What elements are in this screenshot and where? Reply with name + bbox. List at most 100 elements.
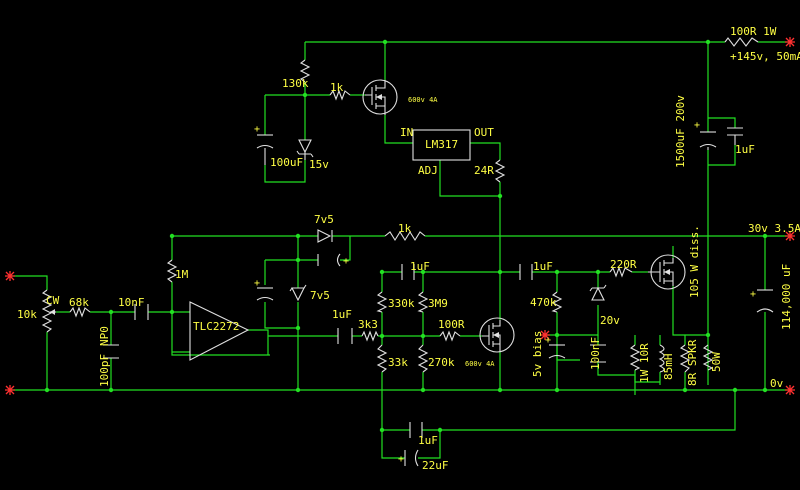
wires (10, 41, 790, 459)
capacitor-1uf-opamp-out (337, 328, 353, 344)
label-r130k: 130k (282, 77, 309, 90)
capacitor-opamp-bias: + (317, 253, 349, 267)
speaker-8r (679, 344, 691, 373)
label-r50w: 50W (710, 352, 723, 372)
label-bias: 5v bias (531, 331, 544, 377)
capacitor-10nf (134, 304, 149, 320)
label-reg-name: LM317 (425, 138, 458, 151)
terminal-lv (785, 231, 795, 241)
junction (762, 233, 768, 239)
junction (705, 39, 711, 45)
junction (705, 332, 711, 338)
junction (108, 387, 114, 393)
label-c10nf: 10nF (118, 296, 145, 309)
label-r1m: 1M (175, 268, 189, 281)
terminal-bias (540, 330, 550, 340)
label-c1uf-couple: 1uF (533, 260, 553, 273)
terminal-ground-right (785, 385, 795, 395)
label-r68k: 68k (69, 296, 89, 309)
junction (379, 333, 385, 339)
svg-text:+: + (343, 256, 349, 267)
resistor-hv (724, 37, 759, 47)
label-pot-cw: CW (46, 294, 60, 307)
label-bottom-1uf: 1uF (418, 434, 438, 447)
capacitor-bottom-22uf: + (398, 449, 419, 467)
resistor-1k-reg (329, 89, 351, 101)
capacitor-1uf-couple (519, 264, 533, 280)
label-zener-7v5: 7v5 (310, 289, 330, 302)
capacitor-bias: + (545, 335, 566, 359)
junctions (44, 39, 768, 433)
junction (497, 387, 503, 393)
junction (554, 332, 560, 338)
mosfet-driver (479, 317, 515, 353)
junction (379, 427, 385, 433)
label-r1k-reg: 1k (330, 81, 344, 94)
junction (420, 333, 426, 339)
resistor-220r (609, 266, 633, 278)
label-pot: 10k (17, 308, 37, 321)
capacitor-bottom-1uf (409, 422, 423, 438)
mosfet-regulator (362, 79, 398, 115)
svg-text:+: + (545, 335, 551, 346)
label-lv-rail: 30v 3.5A (748, 222, 800, 235)
capacitor-114000uf: + (750, 289, 774, 313)
inductor-85mh (658, 344, 665, 373)
label-r330k: 330k (388, 297, 415, 310)
resistor-1k-feedback (384, 230, 426, 242)
label-inductor: 85mH (662, 354, 675, 381)
resistor-270k (417, 344, 429, 373)
junction (295, 325, 301, 331)
junction (169, 309, 175, 315)
label-c114000uf: 114,000 uF (780, 264, 793, 330)
capacitor-100pf (103, 344, 119, 359)
label-c100pf: 100pF (98, 354, 111, 387)
junction (379, 269, 385, 275)
regulator-lm317 (412, 129, 471, 161)
resistor-130k (299, 59, 311, 83)
resistor-3k3 (361, 330, 379, 342)
resistor-330k (376, 291, 388, 313)
svg-text:+: + (254, 278, 260, 289)
junction (420, 387, 426, 393)
capacitor-1500uf: + (694, 120, 717, 150)
junction (169, 233, 175, 239)
label-ground: 0v (770, 377, 784, 390)
capacitor-1uf-driver (401, 264, 415, 280)
junction (382, 39, 388, 45)
junction (762, 387, 768, 393)
resistor-1m (166, 259, 178, 283)
junction (295, 233, 301, 239)
resistor-50w (702, 344, 714, 371)
svg-text:+: + (750, 289, 756, 300)
label-zener15: 15v (309, 158, 329, 171)
label-r24: 24R (474, 164, 494, 177)
zener-20v (589, 284, 607, 301)
terminals (5, 37, 795, 395)
capacitor-1uf-bypass (727, 127, 743, 145)
junction (682, 387, 688, 393)
junction (554, 269, 560, 275)
terminal-hv (785, 37, 795, 47)
junction (595, 269, 601, 275)
label-r220r: 220R (610, 258, 637, 271)
junction (44, 387, 50, 393)
junction (108, 309, 114, 315)
junction (437, 427, 443, 433)
svg-text:+: + (254, 124, 260, 135)
terminal-input (5, 271, 15, 281)
resistor-24r (494, 159, 506, 183)
label-r1k-fb: 1k (398, 222, 412, 235)
label-r3m9: 3M9 (428, 297, 448, 310)
resistor-3m9 (417, 291, 429, 313)
label-c1500uf: 1500uF 200v (674, 95, 687, 168)
junction (497, 269, 503, 275)
label-diode-7v5: 7v5 (314, 213, 334, 226)
label-zener20: 20v (600, 314, 620, 327)
mosfet-output (648, 254, 686, 290)
potentiometer-10k[interactable] (41, 289, 56, 333)
label-dissipation: 105 W diss. (688, 225, 701, 298)
label-c100nf: 100nF (589, 337, 602, 370)
resistor-10r (629, 344, 641, 371)
